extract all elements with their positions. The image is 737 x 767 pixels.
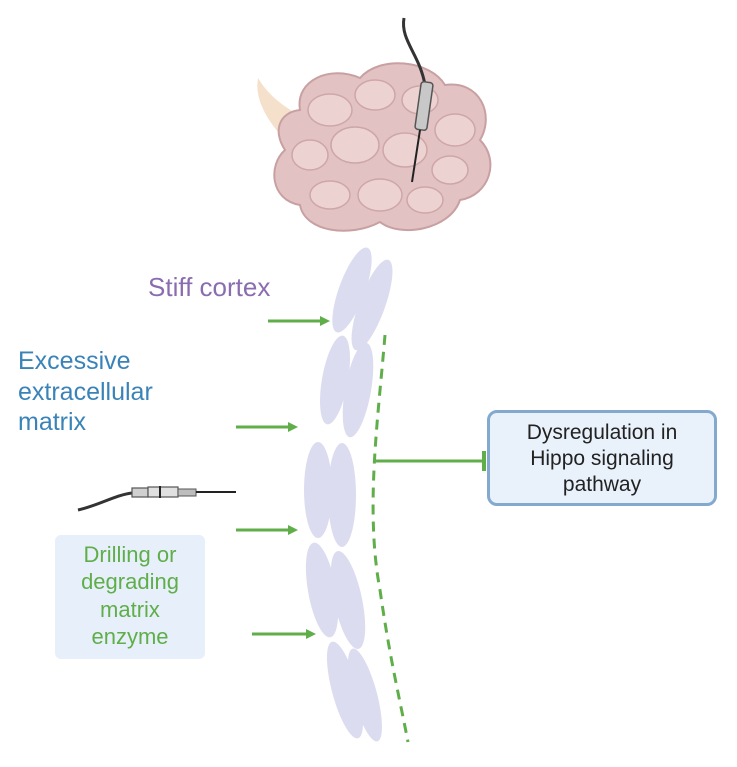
tissue-mass-icon	[257, 62, 492, 232]
drilling-label: Drilling or degrading matrix enzyme	[81, 542, 179, 649]
biopsy-needle-icon	[402, 17, 434, 183]
dashed-boundary	[371, 334, 410, 743]
outcome-box	[487, 410, 717, 506]
excessive-matrix-label: Excessive extracellular matrix	[18, 347, 153, 436]
cell-column-icon	[304, 247, 393, 742]
outcome-label: Dysregulation in Hippo signaling pathway	[526, 421, 678, 497]
stiff-cortex-label: Stiff cortex	[148, 272, 271, 302]
drill-needle-icon	[77, 486, 236, 512]
drilling-box	[55, 535, 205, 659]
